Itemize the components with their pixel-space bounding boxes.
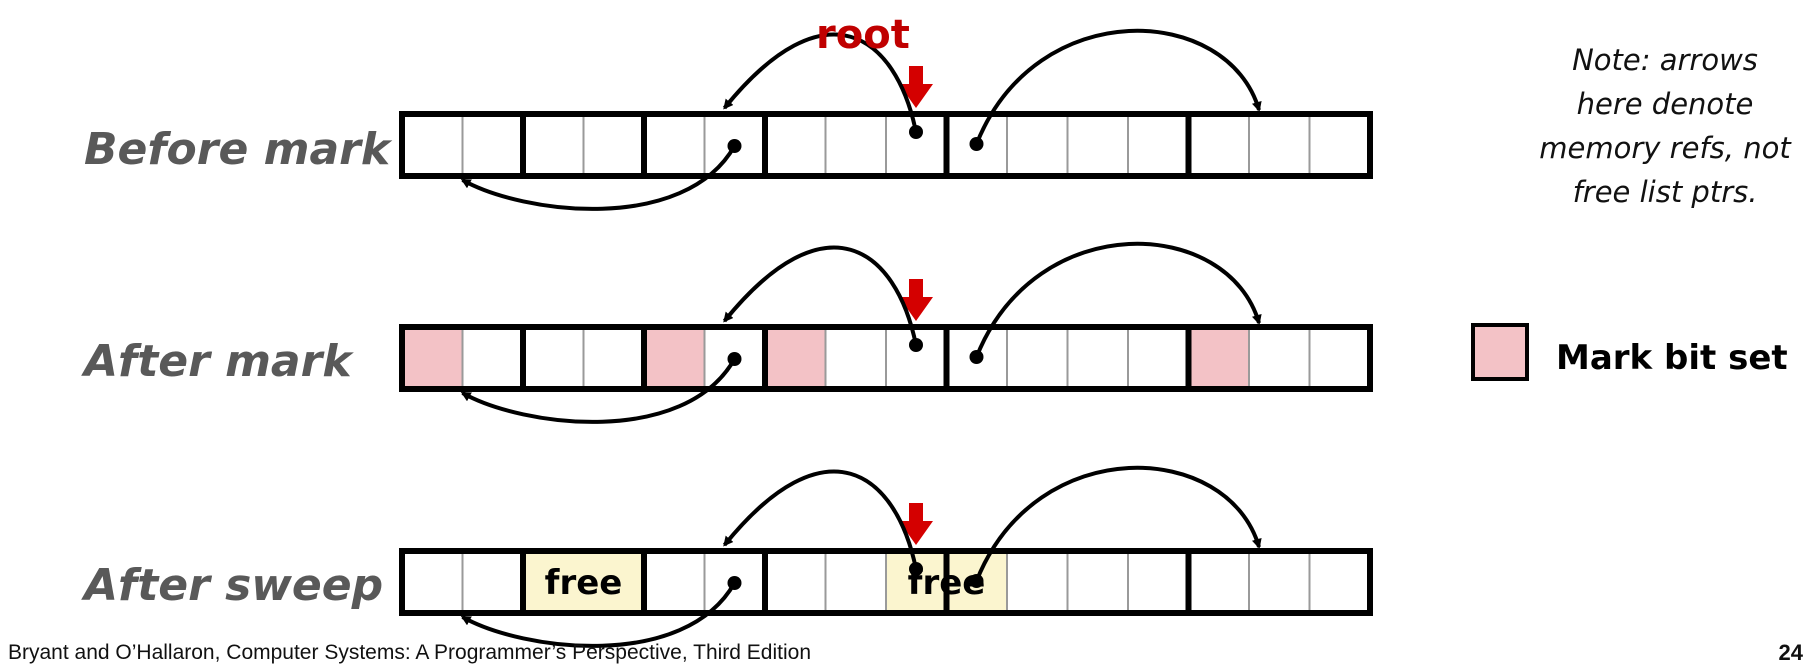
ref-arrow [974,465,1262,582]
ref-arrow [460,582,737,648]
page-number: 24 [1778,640,1803,665]
heap-outline [399,111,1373,179]
mark-bit-cell [402,327,463,389]
ref-arrow [722,32,918,133]
row-label-before-mark: Before mark [84,124,391,175]
note-line: here denote [1576,87,1754,121]
legend-mark-label: Mark bit set [1556,338,1788,378]
note-text: Note: arrows here denote memory refs, no… [1520,38,1810,214]
mark-bit-cell [644,327,705,389]
note-line: Note: arrows [1572,43,1758,77]
ref-arrow [974,28,1262,145]
heap-outline [399,548,1373,616]
row-label-after-mark: After mark [84,336,352,387]
heap-outline [399,324,1373,392]
ref-arrow [722,245,918,346]
root-arrow-icon [899,503,933,545]
mark-bit-cell [1188,327,1249,389]
root-arrow-icon [899,66,933,108]
heap-row [399,241,1373,424]
ref-arrow [974,241,1262,358]
ref-arrow [460,145,737,211]
note-line: memory refs, not [1539,131,1791,165]
free-label: free [545,563,623,603]
legend-mark-swatch [1471,323,1529,381]
ref-arrow [460,358,737,424]
mark-bit-cell [765,327,826,389]
root-arrow-icon [899,279,933,321]
footer-citation: Bryant and O’Hallaron, Computer Systems:… [8,641,812,664]
row-label-after-sweep: After sweep [84,560,384,611]
root-label: root [816,12,910,58]
heap-row [399,28,1373,211]
note-line: free list ptrs. [1572,175,1758,209]
free-block-fill [523,551,644,613]
ref-arrow [722,469,918,570]
